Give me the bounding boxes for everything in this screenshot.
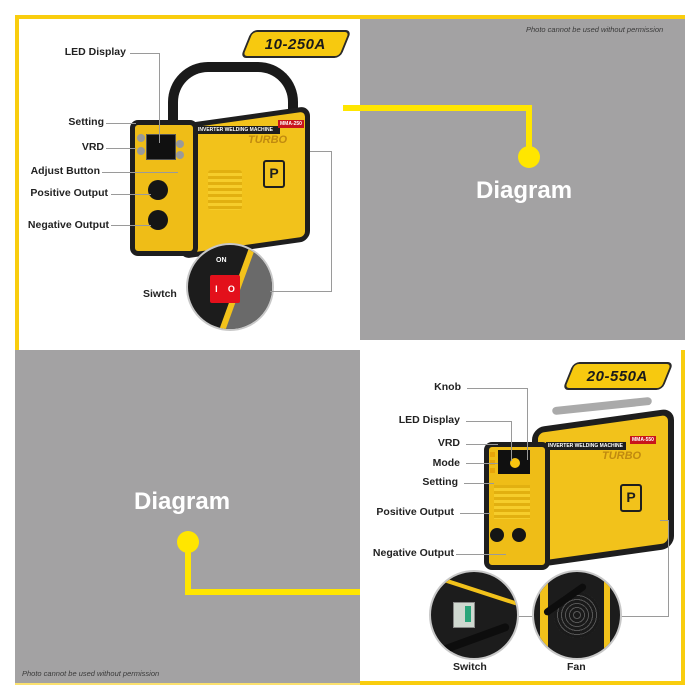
leader-switch-v <box>331 151 332 291</box>
machine-series-logo: TURBO <box>248 134 288 146</box>
diagram-title-top: Diagram <box>476 177 573 204</box>
switch-closeup-250: ON I O <box>186 243 274 331</box>
negative-output-terminal <box>512 528 526 542</box>
positive-output-terminal <box>490 528 504 542</box>
amperage-badge-20-550a: 20-550A <box>562 362 674 390</box>
leader-led-display-550-v <box>511 421 512 461</box>
leader-rear-top <box>660 520 668 521</box>
machine-brand-strip: INVERTER WELDING MACHINE <box>546 442 626 450</box>
led-display <box>146 134 176 160</box>
green-breaker-toggle <box>465 606 471 622</box>
label-switch-550: Switch <box>453 661 487 673</box>
welder-machine-550: INVERTER WELDING MACHINE MMA-550 TURBO P <box>482 396 674 570</box>
knob <box>510 458 520 468</box>
top-left-border-left <box>15 15 19 350</box>
machine-series-logo: TURBO <box>602 450 642 462</box>
switch-closeup-550 <box>429 570 519 660</box>
setting-indicator <box>490 468 495 473</box>
leader-rear-v <box>668 520 669 616</box>
permission-notice-bottom: Photo cannot be used without permission <box>22 669 160 678</box>
leader-switch-bottom <box>270 291 332 292</box>
top-right-border-top <box>360 15 685 19</box>
top-right-panel <box>360 19 685 340</box>
closeup-yellow-side-right <box>604 572 610 658</box>
carry-strap <box>168 62 298 122</box>
label-setting-550: Setting <box>422 476 458 488</box>
green-breaker-switch <box>453 602 475 628</box>
adjust-button-down <box>176 151 184 159</box>
amperage-badge-10-250a: 10-250A <box>240 30 352 58</box>
leader-knob-v <box>527 388 528 460</box>
setting-button <box>137 134 145 142</box>
bottom-left-panel <box>15 350 360 683</box>
leader-mode <box>466 463 498 464</box>
label-mode: Mode <box>432 457 460 469</box>
red-rocker-switch: I O <box>210 275 240 303</box>
vrd-button <box>137 147 145 155</box>
side-vent <box>208 170 242 210</box>
label-knob: Knob <box>434 381 461 393</box>
connector-line-top-vertical <box>526 105 532 153</box>
leader-rear-bottom <box>615 616 669 617</box>
label-negative-output: Negative Output <box>27 219 109 231</box>
connector-dot-bottom <box>177 531 199 553</box>
mode-indicator <box>490 460 495 465</box>
leader-vrd-550 <box>466 444 498 445</box>
label-led-display: LED Display <box>64 46 126 58</box>
brand-p-logo: P <box>620 484 642 512</box>
negative-output-terminal <box>148 210 168 230</box>
leader-led-display <box>130 53 160 54</box>
adjust-button-up <box>176 140 184 148</box>
label-adjust-button: Adjust Button <box>30 165 100 177</box>
label-positive-output-550: Positive Output <box>376 506 454 518</box>
closeup-yellow-side-left <box>540 572 548 658</box>
connector-dot-top <box>518 146 540 168</box>
leader-positive-output-550 <box>460 513 490 514</box>
leader-setting-550 <box>464 483 494 484</box>
label-positive-output: Positive Output <box>30 187 108 199</box>
rocker-on-mark: I <box>215 284 218 294</box>
label-vrd: VRD <box>81 141 104 153</box>
leader-vrd <box>106 148 136 149</box>
label-led-display-550: LED Display <box>398 414 460 426</box>
front-vent <box>494 485 530 519</box>
leader-adjust-button <box>102 172 178 173</box>
fan-closeup-550 <box>532 570 622 660</box>
leader-led-display-v <box>159 53 160 143</box>
machine-model-tag: MMA-250 <box>278 120 304 128</box>
diagram-title-bottom: Diagram <box>134 488 231 515</box>
label-vrd-550: VRD <box>437 437 460 449</box>
positive-output-terminal <box>148 180 168 200</box>
leader-negative-output-550 <box>456 554 506 555</box>
leader-switch-fan-link <box>515 616 535 617</box>
welder-machine-250: INVERTER WELDING MACHINE MMA-250 TURBO P <box>128 60 310 260</box>
leader-switch-top <box>310 151 331 152</box>
bottom-right-border-right <box>681 350 685 685</box>
vrd-indicator <box>490 452 495 457</box>
top-left-border-top <box>15 15 360 19</box>
bottom-right-border-bottom <box>360 681 685 685</box>
connector-line-bottom-vertical <box>185 545 191 595</box>
label-siwtch: Siwtch <box>143 288 177 300</box>
permission-notice-top: Photo cannot be used without permission <box>526 25 664 34</box>
leader-led-display-550 <box>466 421 512 422</box>
brand-p-logo: P <box>263 160 285 188</box>
leader-negative-output <box>111 225 151 226</box>
label-setting: Setting <box>68 116 104 128</box>
leader-positive-output <box>111 194 151 195</box>
label-negative-output-550: Negative Output <box>372 547 454 559</box>
machine-model-tag: MMA-550 <box>630 436 656 444</box>
leader-setting <box>106 123 136 124</box>
machine-body-side <box>532 408 674 568</box>
connector-line-top-horizontal <box>343 105 532 111</box>
rocker-off-mark: O <box>227 284 235 294</box>
bottom-left-border-bottom <box>15 683 360 685</box>
machine-brand-strip: INVERTER WELDING MACHINE <box>196 126 280 134</box>
on-label: ON <box>216 257 227 264</box>
leader-knob <box>467 388 527 389</box>
label-fan: Fan <box>567 661 586 673</box>
connector-line-bottom-horizontal <box>185 589 375 595</box>
